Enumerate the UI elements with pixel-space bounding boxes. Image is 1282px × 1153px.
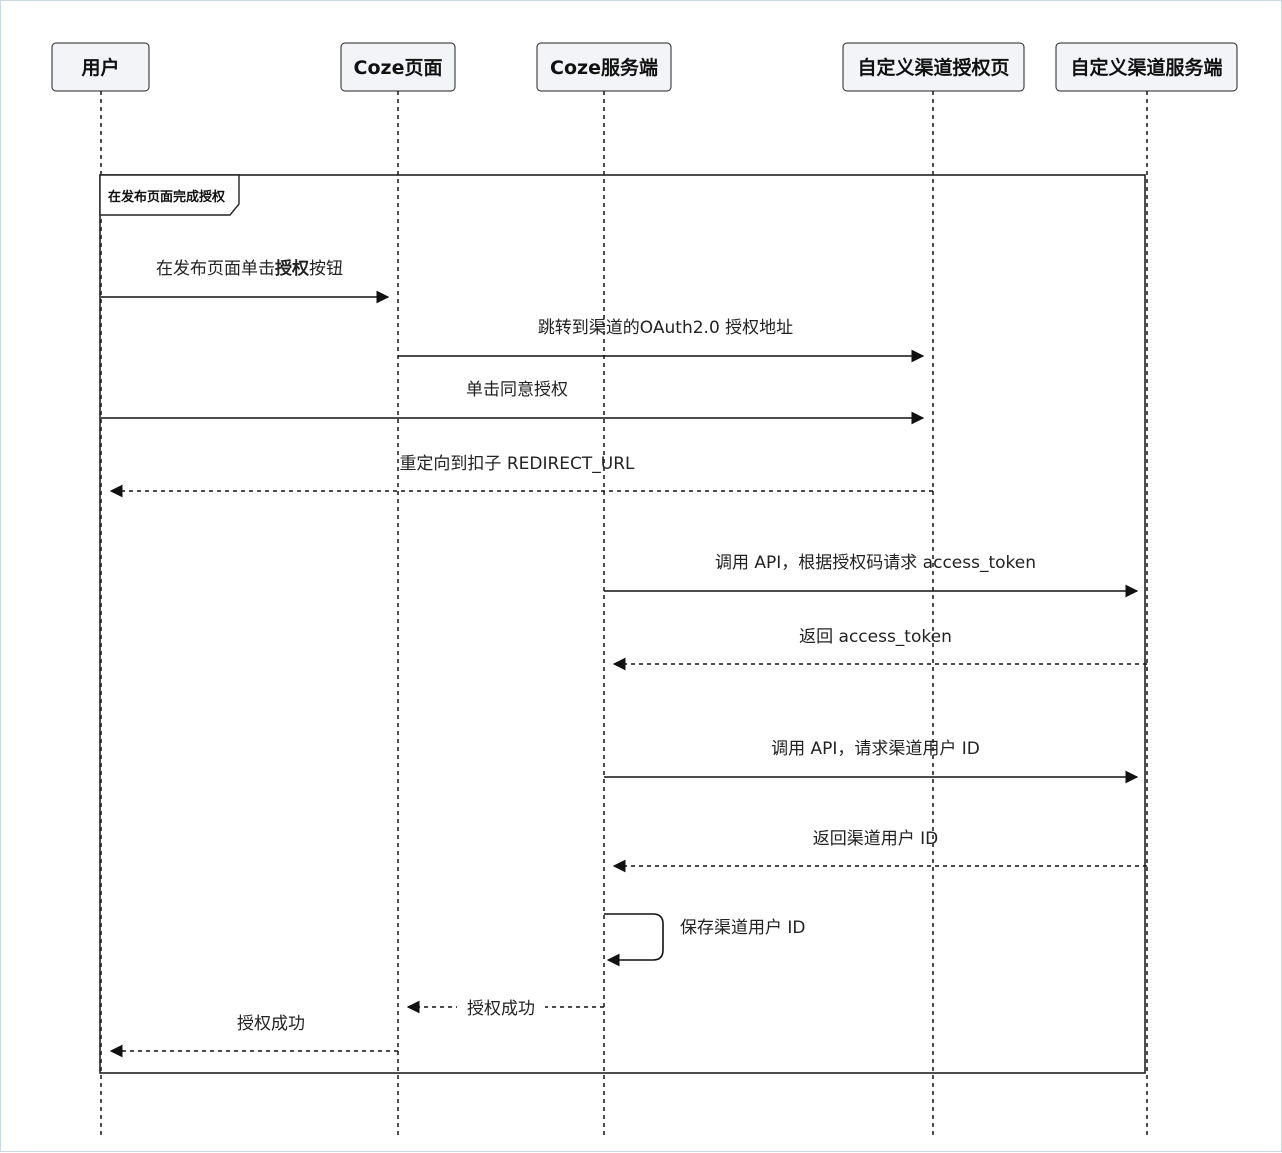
actor-label: Coze服务端 — [550, 56, 658, 79]
message-8: 返回渠道用户 ID — [612, 829, 1147, 873]
actor-box — [1055, 42, 1238, 92]
message-11: 授权成功 — [109, 1014, 398, 1058]
message-label: 保存渠道用户 ID — [680, 918, 806, 938]
actor-custom_auth_page: 自定义渠道授权页 — [842, 42, 1025, 92]
fragment-tag — [99, 174, 240, 216]
self-message-arrow — [604, 913, 664, 967]
message-2: 跳转到渠道的OAuth2.0 授权地址 — [398, 318, 925, 363]
actor-box — [340, 42, 456, 92]
message-7: 调用 API，请求渠道用户 ID — [604, 739, 1139, 784]
actor-label: 自定义渠道服务端 — [1070, 56, 1222, 79]
message-10: 授权成功 — [406, 997, 604, 1021]
message-6: 返回 access_token — [612, 627, 1147, 671]
actor-user: 用户 — [51, 42, 150, 92]
actor-box — [536, 42, 672, 92]
actor-label: 用户 — [81, 56, 119, 79]
message-9: 保存渠道用户 ID — [604, 913, 806, 967]
actor-custom_server: 自定义渠道服务端 — [1055, 42, 1238, 92]
message-label: 重定向到扣子 REDIRECT_URL — [399, 454, 635, 474]
message-label-background — [457, 997, 545, 1021]
message-label: 单击同意授权 — [466, 380, 568, 400]
message-4: 重定向到扣子 REDIRECT_URL — [109, 454, 933, 498]
message-1: 在发布页面单击授权按钮 — [101, 258, 390, 304]
fragment-frame — [99, 174, 1146, 1074]
message-3: 单击同意授权 — [101, 380, 925, 425]
actor-label: 自定义渠道授权页 — [857, 56, 1009, 79]
fragment-label: 在发布页面完成授权 — [108, 189, 226, 205]
actor-label: Coze页面 — [354, 57, 443, 79]
message-label: 调用 API，根据授权码请求 access_token — [715, 553, 1036, 573]
actor-box — [51, 42, 150, 92]
message-5: 调用 API，根据授权码请求 access_token — [604, 553, 1139, 598]
message-label: 授权成功 — [237, 1014, 305, 1034]
message-label: 授权成功 — [467, 999, 535, 1019]
actor-coze_server: Coze服务端 — [536, 42, 672, 92]
actor-coze_page: Coze页面 — [340, 42, 456, 92]
actor-box — [842, 42, 1025, 92]
message-label: 在发布页面单击授权按钮 — [156, 258, 343, 279]
message-label: 调用 API，请求渠道用户 ID — [771, 739, 980, 759]
message-label: 跳转到渠道的OAuth2.0 授权地址 — [538, 318, 793, 338]
message-label: 返回 access_token — [799, 627, 952, 647]
message-label: 返回渠道用户 ID — [813, 829, 939, 849]
